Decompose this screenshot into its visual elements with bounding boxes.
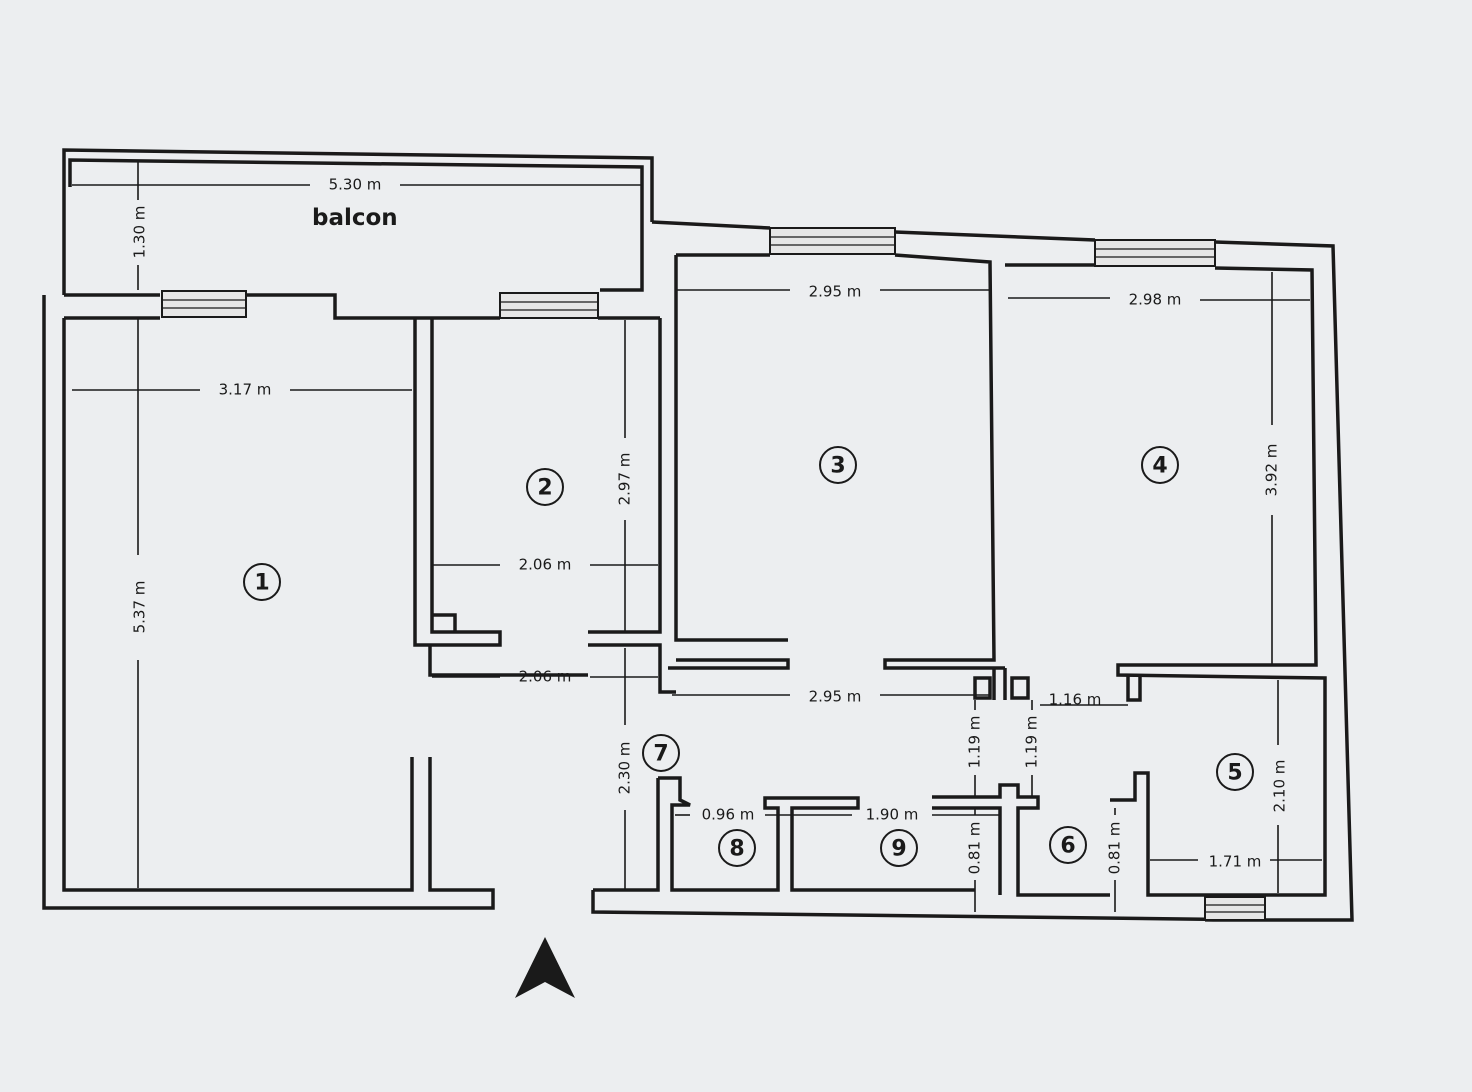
dim-room2-width: 2.06 m <box>519 556 572 574</box>
balcony-label: balcon <box>312 205 398 231</box>
window-room5 <box>1204 896 1266 921</box>
dim-room2-length: 2.97 m <box>616 453 634 506</box>
dim-room1-width: 3.17 m <box>219 381 272 399</box>
hall-walls <box>428 645 1007 700</box>
room-5-marker: 5 <box>1216 753 1254 791</box>
svg-text:5: 5 <box>1227 761 1242 786</box>
svg-text:8: 8 <box>729 837 744 862</box>
balcony-outer-wall <box>62 148 654 295</box>
window-room3 <box>769 227 896 255</box>
small-niches <box>432 613 1142 702</box>
room3-walls <box>668 253 1005 670</box>
dim-room6-depth-bottom: 0.81 m <box>1106 822 1124 875</box>
window-room2 <box>499 292 599 319</box>
svg-text:4: 4 <box>1152 454 1167 479</box>
top-wall-right <box>591 220 1354 922</box>
dim-hall-width: 2.06 m <box>519 668 572 686</box>
dim-room5-depth: 2.10 m <box>1271 760 1289 813</box>
dim-room9-depth-top: 1.19 m <box>966 716 984 769</box>
dim-passage-width: 1.16 m <box>1049 691 1102 709</box>
walls <box>42 148 1354 922</box>
dim-hall2-width: 2.95 m <box>809 688 862 706</box>
room-2-marker: 2 <box>526 468 564 506</box>
dim-room8-width: 0.96 m <box>702 806 755 824</box>
dim-balcony-depth: 1.30 m <box>131 206 149 259</box>
room4-walls <box>1005 263 1327 897</box>
room2-walls <box>413 318 676 694</box>
windows <box>161 227 1266 921</box>
dim-room6-depth-top: 1.19 m <box>1023 716 1041 769</box>
outer-left-wall <box>64 293 660 320</box>
dim-room1-length: 5.37 m <box>131 581 149 634</box>
svg-text:6: 6 <box>1060 834 1075 859</box>
svg-text:7: 7 <box>653 742 668 767</box>
dim-room5-width: 1.71 m <box>1209 853 1262 871</box>
svg-text:3: 3 <box>830 454 845 479</box>
dim-room4-width: 2.98 m <box>1129 291 1182 309</box>
dim-balcony-width: 5.30 m <box>329 176 382 194</box>
room-numbers: 1 2 3 4 5 6 7 8 9 <box>243 446 1254 867</box>
dimension-lines <box>72 160 1322 912</box>
svg-text:2: 2 <box>537 476 552 501</box>
room-8-marker: 8 <box>718 829 756 867</box>
svg-text:1: 1 <box>254 571 269 596</box>
dim-room3-width: 2.95 m <box>809 283 862 301</box>
room-3-marker: 3 <box>819 446 857 484</box>
dim-hall-depth: 2.30 m <box>616 742 634 795</box>
window-room4 <box>1094 239 1216 267</box>
north-arrow-icon <box>515 937 575 998</box>
balcony-inner-wall <box>68 158 644 292</box>
dim-room4-length: 3.92 m <box>1263 444 1281 497</box>
dimension-labels: 5.30 m 1.30 m 3.17 m 5.37 m 2.06 m 2.97 … <box>131 176 1289 875</box>
dim-room9-depth-bottom: 0.81 m <box>966 822 984 875</box>
small-rooms-walls <box>593 776 1110 897</box>
svg-text:9: 9 <box>891 837 906 862</box>
room-7-marker: 7 <box>642 734 680 772</box>
room-4-marker: 4 <box>1141 446 1179 484</box>
room1-inner-left <box>62 318 414 892</box>
room-9-marker: 9 <box>880 829 918 867</box>
outer-left-side <box>42 295 495 910</box>
dim-room9-width: 1.90 m <box>866 806 919 824</box>
room-1-marker: 1 <box>243 563 281 601</box>
room-6-marker: 6 <box>1049 826 1087 864</box>
window-room1 <box>161 290 247 318</box>
